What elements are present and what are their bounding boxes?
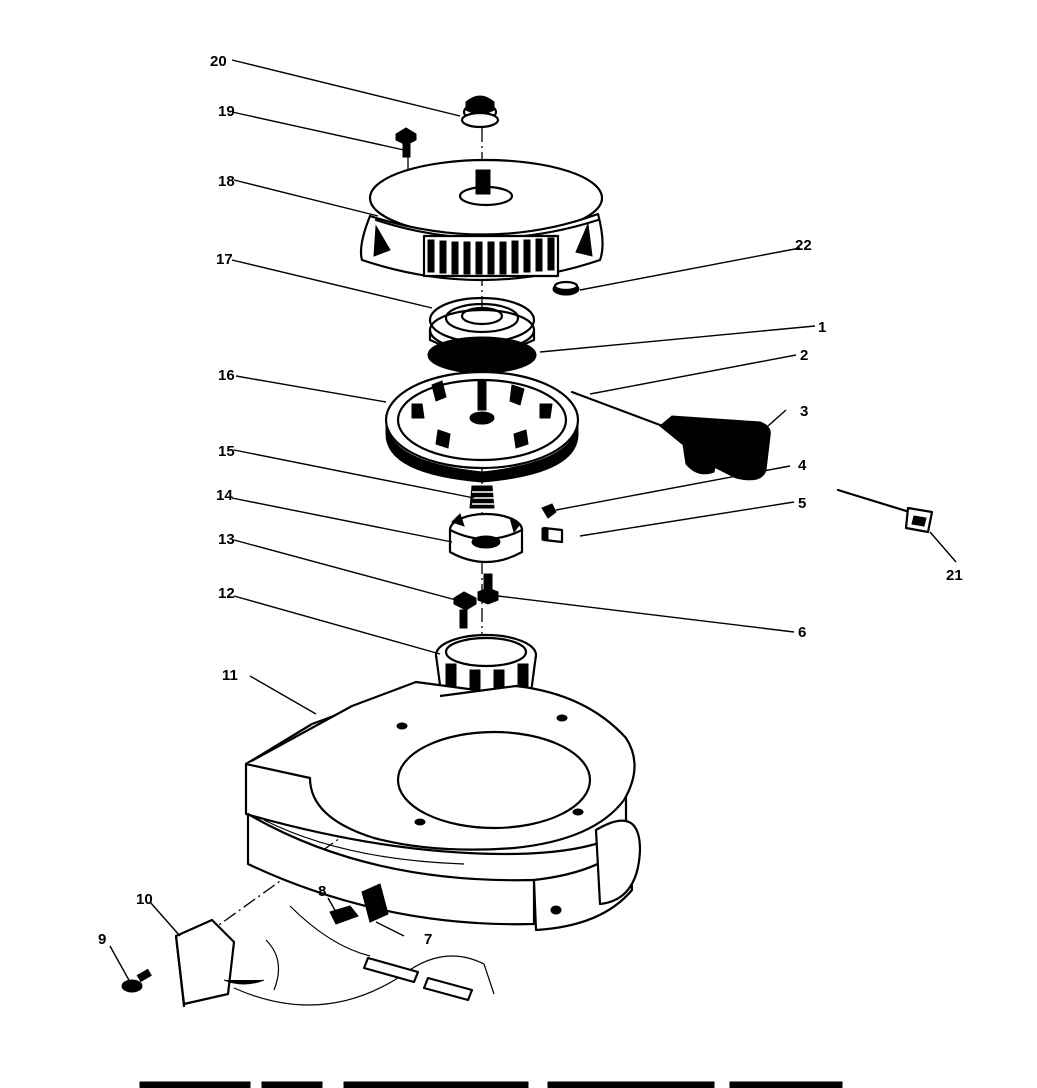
part-3-starter-handle xyxy=(659,415,771,481)
part-1-recoil-spring xyxy=(427,336,537,374)
callout-20: 20 xyxy=(210,53,227,70)
callout-21: 21 xyxy=(946,567,963,584)
part-14-pawl-cup xyxy=(448,512,524,563)
callout-9: 9 xyxy=(98,931,106,948)
part-20-cap-nut xyxy=(460,95,500,129)
callout-14: 14 xyxy=(216,487,233,504)
callout-11: 11 xyxy=(222,667,238,684)
callout-7: 7 xyxy=(424,931,432,948)
callout-22: 22 xyxy=(795,237,812,254)
part-13-screw xyxy=(453,591,477,629)
part-10-ignition-module xyxy=(174,905,495,1008)
part-18-starter-housing xyxy=(359,158,604,282)
callout-labels: 1 2 3 4 5 6 7 8 9 10 11 12 13 14 15 16 1… xyxy=(98,53,963,948)
callout-12: 12 xyxy=(218,585,235,602)
part-11-blower-housing xyxy=(244,680,642,932)
callout-16: 16 xyxy=(218,367,235,384)
callout-15: 15 xyxy=(218,443,235,460)
part-21-rope-tool xyxy=(836,488,934,534)
part-16-pulley xyxy=(384,370,580,483)
callout-2: 2 xyxy=(800,347,808,364)
part-4-pawl-spring xyxy=(541,503,557,519)
part-9-screw xyxy=(121,968,152,993)
part-6-screw xyxy=(477,573,499,605)
leader-lines xyxy=(109,59,957,983)
callout-3: 3 xyxy=(800,403,808,420)
callout-6: 6 xyxy=(798,624,806,641)
callout-10: 10 xyxy=(136,891,153,908)
callout-17: 17 xyxy=(216,251,233,268)
callout-13: 13 xyxy=(218,531,235,548)
callout-5: 5 xyxy=(798,495,806,512)
part-2-starter-rope xyxy=(570,390,670,430)
callout-4: 4 xyxy=(798,457,807,474)
part-7-clip xyxy=(361,883,389,923)
part-8-screw xyxy=(329,905,359,925)
part-15-spring xyxy=(469,485,495,509)
callout-18: 18 xyxy=(218,173,235,190)
part-5-pawl xyxy=(541,526,564,544)
cropped-title-remnant xyxy=(139,1081,843,1088)
housing-vents xyxy=(422,234,560,278)
callout-8: 8 xyxy=(318,883,326,900)
callout-1: 1 xyxy=(818,319,826,336)
part-19-screw xyxy=(395,127,417,158)
callout-19: 19 xyxy=(218,103,235,120)
part-22-washer xyxy=(552,280,580,296)
